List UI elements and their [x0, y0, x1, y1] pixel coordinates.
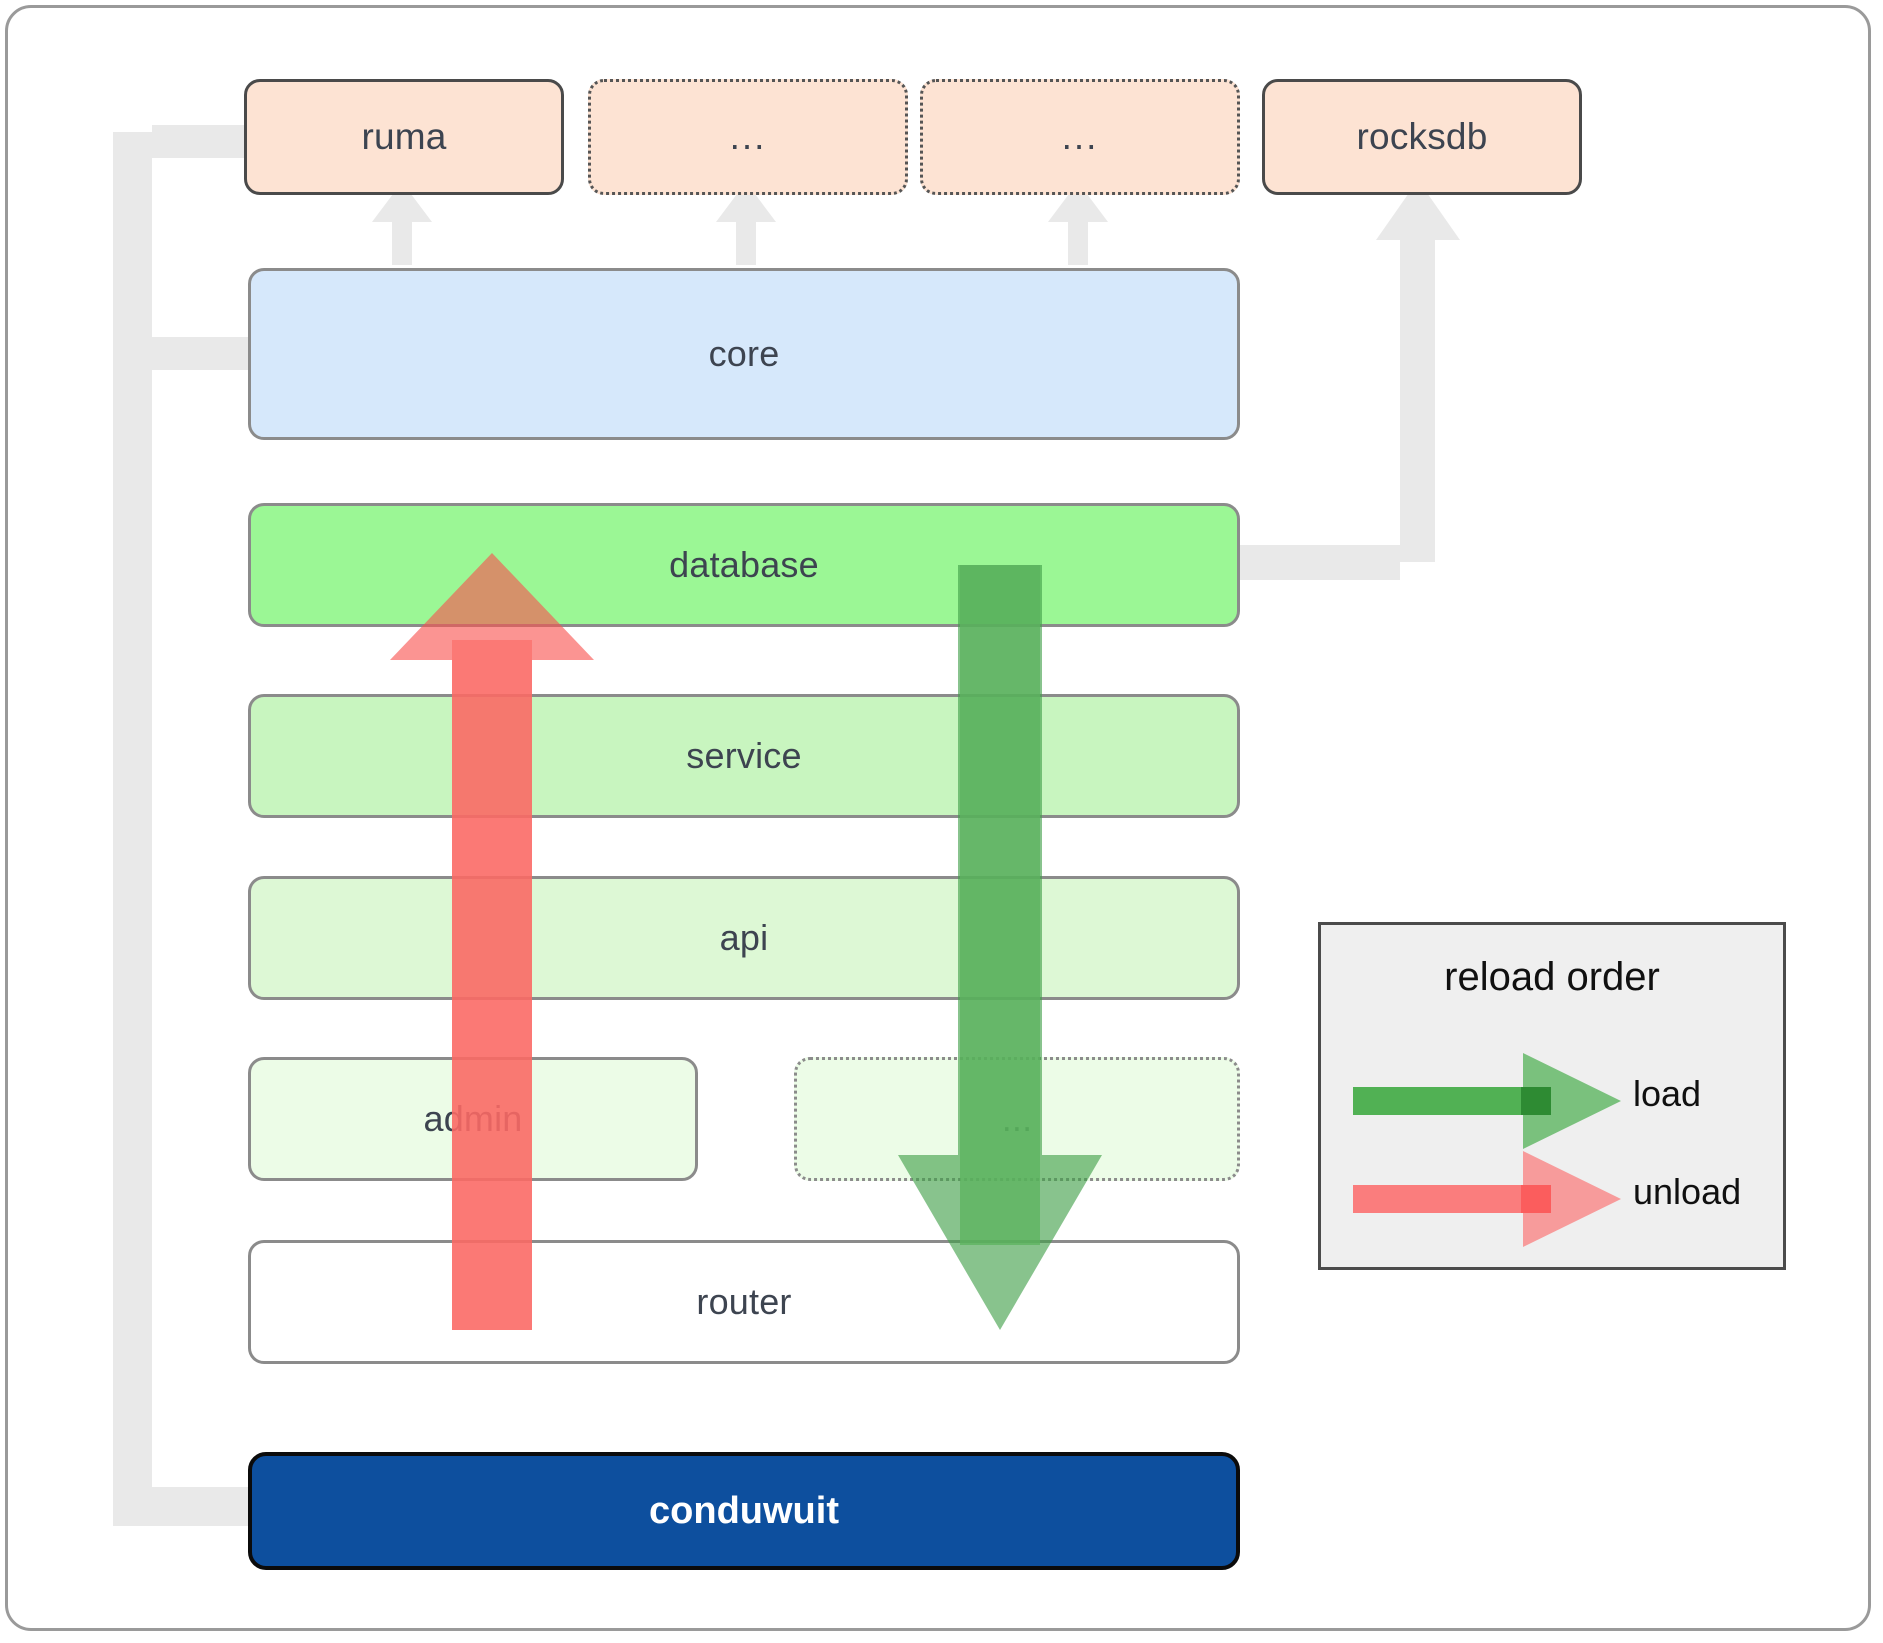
stack-label-etc: ... — [1001, 1098, 1033, 1139]
stack-label-core: core — [708, 333, 780, 374]
dependency-label-etc1: ... — [729, 115, 767, 157]
stack-label-router: router — [696, 1281, 792, 1322]
diagram-frame — [5, 5, 1871, 1631]
stack-layer-service[interactable]: service — [248, 694, 1240, 818]
dependency-label-rocksdb: rocksdb — [1356, 116, 1488, 157]
dependency-label-etc2: ... — [1061, 115, 1099, 157]
dependency-label-ruma: ruma — [361, 116, 447, 157]
stack-layer-database[interactable]: database — [248, 503, 1240, 627]
stack-layer-api[interactable]: api — [248, 876, 1240, 1000]
legend-load-label: load — [1633, 1073, 1702, 1114]
stack-label-database: database — [669, 544, 819, 585]
dependency-node-rocksdb[interactable]: rocksdb — [1262, 79, 1582, 195]
legend-load-arrow-icon — [1353, 1053, 1621, 1149]
dependency-node-etc1[interactable]: ... — [588, 79, 908, 195]
stack-label-service: service — [686, 735, 802, 776]
stack-label-admin: admin — [423, 1098, 523, 1139]
application-node-conduwuit[interactable]: conduwuit — [248, 1452, 1240, 1570]
legend-panel: reload order load unload — [1318, 922, 1786, 1270]
stack-label-api: api — [719, 917, 769, 958]
legend-unload-arrow-icon — [1353, 1151, 1621, 1247]
stack-layer-admin[interactable]: admin — [248, 1057, 698, 1181]
application-label: conduwuit — [649, 1489, 839, 1532]
dependency-node-etc2[interactable]: ... — [920, 79, 1240, 195]
stack-layer-router[interactable]: router — [248, 1240, 1240, 1364]
legend-unload-label: unload — [1633, 1171, 1742, 1212]
legend-title: reload order — [1444, 955, 1660, 999]
stack-layer-etc[interactable]: ... — [794, 1057, 1240, 1181]
dependency-node-ruma[interactable]: ruma — [244, 79, 564, 195]
stack-layer-core[interactable]: core — [248, 268, 1240, 440]
